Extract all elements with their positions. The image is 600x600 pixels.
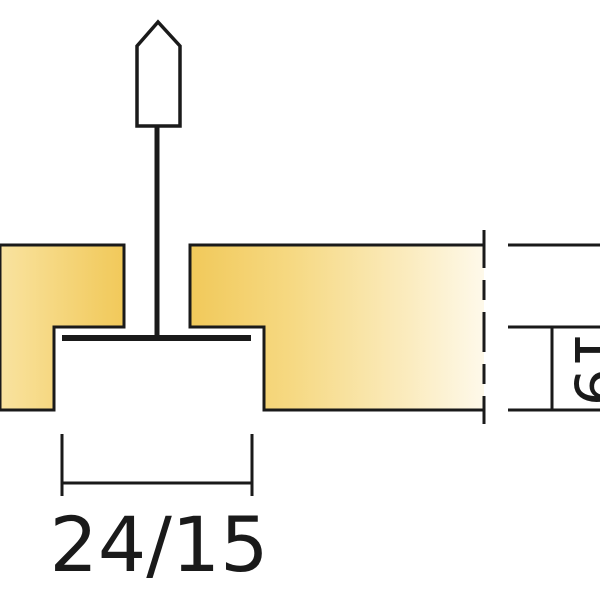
right-ceiling-tile-outline <box>188 243 484 412</box>
height-dimension-label: 19 <box>560 330 600 406</box>
arrow-hanger-icon <box>135 19 182 128</box>
width-dimension-label: 24/15 <box>49 500 268 589</box>
left-ceiling-tile <box>0 243 126 412</box>
height-dimension <box>508 243 600 412</box>
width-dimension <box>60 434 254 496</box>
right-ceiling-tile-fill <box>190 245 484 410</box>
